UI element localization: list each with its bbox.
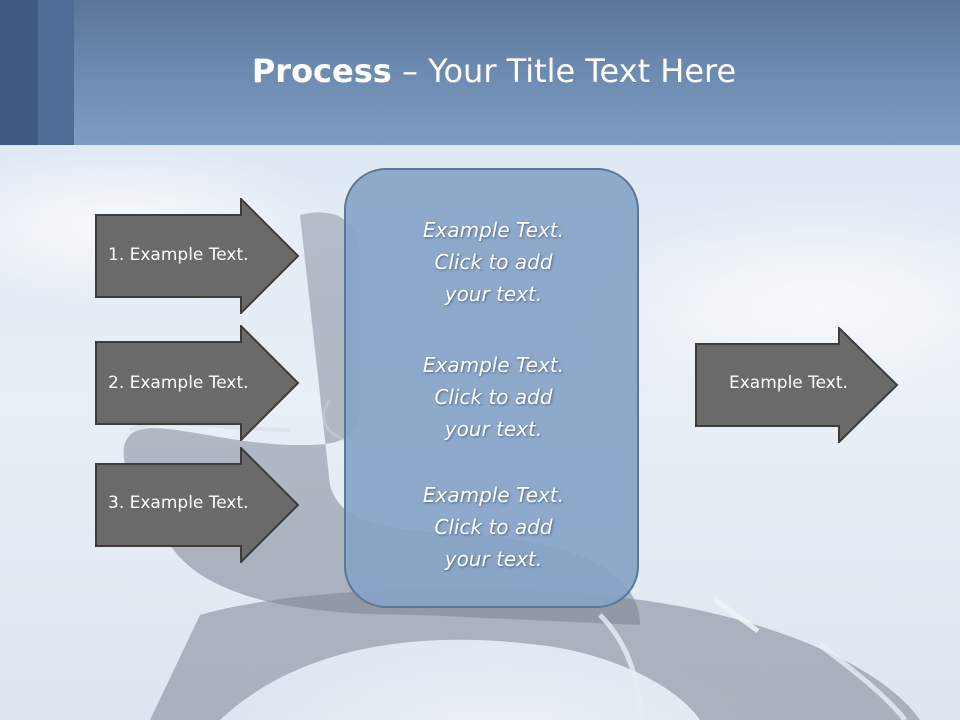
title-bold: Process bbox=[251, 52, 392, 90]
text-line: your text. bbox=[444, 547, 543, 571]
output-arrow-label: Example Text. bbox=[729, 373, 848, 393]
header-accent-light bbox=[38, 0, 74, 145]
text-line: Example Text. bbox=[422, 218, 565, 242]
process-text-block-3[interactable]: Example Text. Click to add your text. bbox=[346, 479, 641, 575]
output-arrow[interactable]: Example Text. bbox=[695, 327, 900, 443]
text-line: your text. bbox=[444, 282, 543, 306]
arrow-shape bbox=[95, 198, 300, 314]
process-box[interactable]: Example Text. Click to add your text. Ex… bbox=[344, 168, 639, 608]
title-rest: – Your Title Text Here bbox=[391, 52, 737, 90]
process-text-block-2[interactable]: Example Text. Click to add your text. bbox=[346, 349, 641, 445]
text-line: Click to add bbox=[434, 250, 553, 274]
text-line: Example Text. bbox=[422, 483, 565, 507]
title-band: Process – Your Title Text Here bbox=[0, 0, 960, 145]
arrow-shape bbox=[95, 447, 300, 563]
text-line: Example Text. bbox=[422, 353, 565, 377]
input-arrow-label: 2. Example Text. bbox=[108, 373, 249, 393]
input-arrow-label: 3. Example Text. bbox=[108, 493, 249, 513]
input-arrow-1[interactable]: 1. Example Text. bbox=[95, 198, 300, 314]
header-accent-dark bbox=[0, 0, 38, 145]
process-text-block-1[interactable]: Example Text. Click to add your text. bbox=[346, 214, 641, 310]
input-arrow-2[interactable]: 2. Example Text. bbox=[95, 325, 300, 441]
input-arrow-3[interactable]: 3. Example Text. bbox=[95, 447, 300, 563]
page-title[interactable]: Process – Your Title Text Here bbox=[74, 52, 914, 90]
text-line: Click to add bbox=[434, 385, 553, 409]
text-line: your text. bbox=[444, 417, 543, 441]
text-line: Click to add bbox=[434, 515, 553, 539]
input-arrow-label: 1. Example Text. bbox=[108, 245, 249, 265]
arrow-shape bbox=[95, 325, 300, 441]
arrow-shape bbox=[695, 327, 899, 443]
